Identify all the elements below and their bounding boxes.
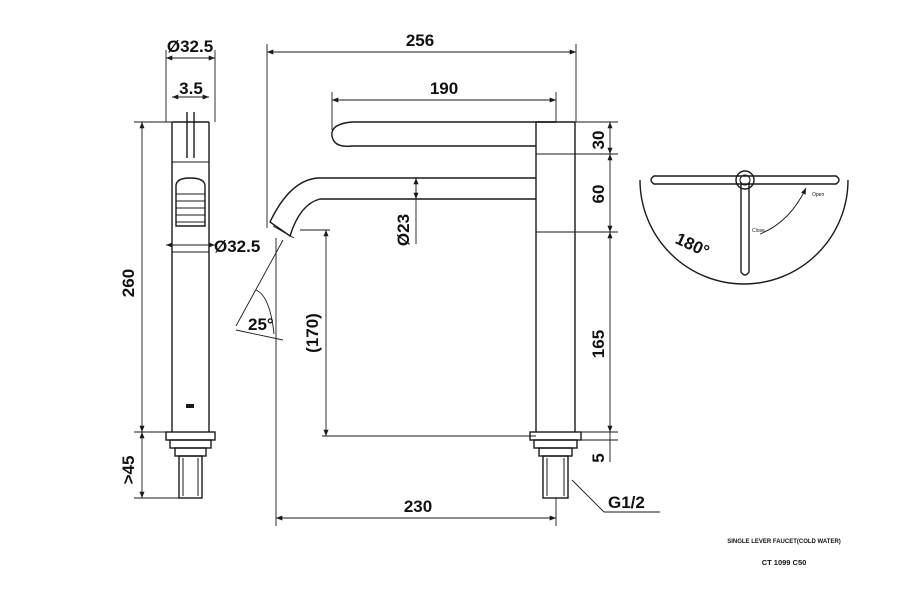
front-view: 256 190 30 60 165 5 Ø23 (170) 25° (235, 31, 660, 526)
title-block: SINGLE LEVER FAUCET(COLD WATER) CT 1099 … (727, 539, 841, 567)
spout-height-label: 60 (589, 185, 608, 204)
overall-width-label: 256 (406, 31, 434, 50)
spout-diameter-label: Ø23 (394, 214, 413, 246)
product-name: SINGLE LEVER FAUCET(COLD WATER) (727, 539, 841, 545)
model-code: CT 1099 C50 (762, 558, 807, 567)
body-height-label: 165 (589, 330, 608, 358)
spout-angle-label: 25° (248, 315, 274, 334)
logo-mark (186, 404, 194, 408)
side-view: Ø32.5 3.5 Ø32.5 260 >45 (119, 37, 260, 499)
lever-height-label: 30 (589, 131, 608, 150)
thread-label: G1/2 (608, 493, 645, 512)
close-label: Close (752, 228, 765, 234)
side-thread-min-label: >45 (119, 456, 138, 485)
rotation-label: 180° (672, 229, 712, 261)
side-height-label: 260 (119, 269, 138, 297)
side-thickness-label: 3.5 (179, 79, 203, 98)
side-top-diameter-label: Ø32.5 (167, 37, 213, 56)
reach-label: 230 (404, 497, 432, 516)
side-body-diameter-label: Ø32.5 (214, 237, 260, 256)
base-height-label: 5 (589, 453, 608, 462)
outlet-clearance-label: (170) (303, 313, 322, 353)
top-view: Open Close 180° (639, 170, 849, 285)
open-label: Open (812, 192, 824, 198)
lever-length-label: 190 (430, 79, 458, 98)
